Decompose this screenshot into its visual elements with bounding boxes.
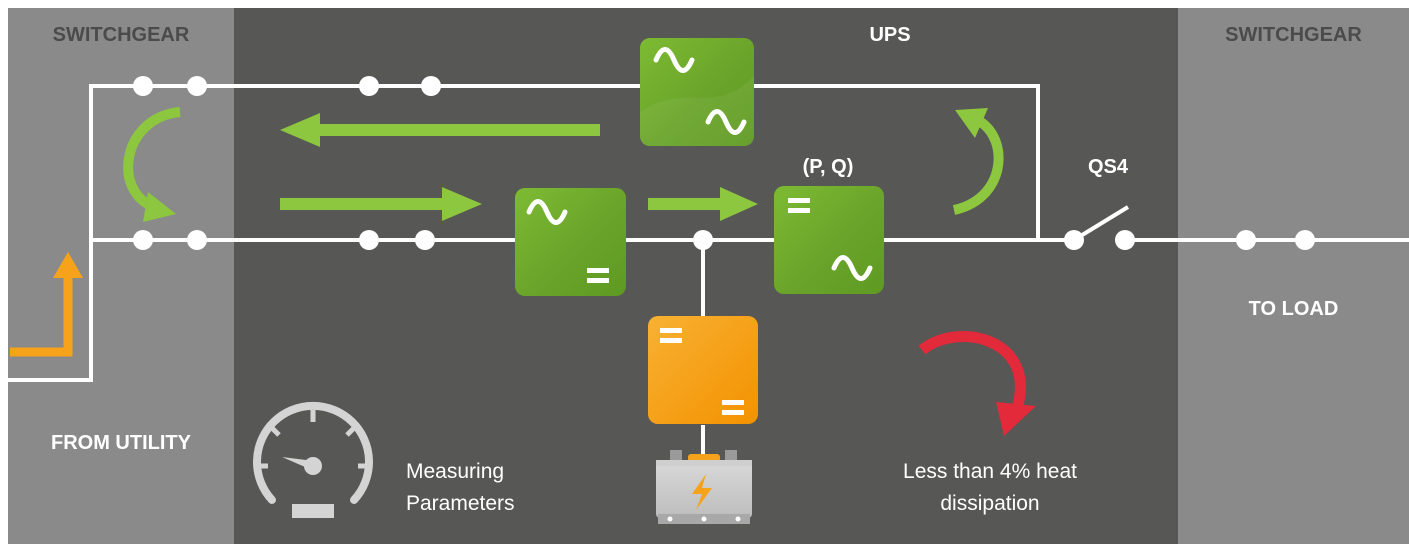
right-zone-title: SWITCHGEAR xyxy=(1225,24,1362,46)
rectifier-module xyxy=(515,188,626,296)
qs4-label: QS4 xyxy=(1087,156,1129,178)
heat-dissipation-arrow xyxy=(918,331,1036,436)
curved-arrow-right xyxy=(952,108,1004,215)
sine-wave-icon xyxy=(705,109,747,135)
battery-icon xyxy=(656,450,752,524)
dc-converter-module xyxy=(648,316,758,424)
flow-arrows xyxy=(280,113,758,221)
utility-feed-arrow xyxy=(10,252,83,357)
heat-dissipation-label: Less than 4% heat dissipation xyxy=(903,460,1077,515)
ups-zone-title: UPS xyxy=(869,24,911,46)
dc-flow-arrow xyxy=(648,187,758,221)
bypass-wire-c xyxy=(754,84,1040,240)
switch-qs4-open xyxy=(1072,205,1130,242)
curved-arrow-left xyxy=(123,107,181,222)
static-bypass-module xyxy=(640,38,754,146)
equals-icon xyxy=(788,198,810,213)
equals-icon xyxy=(660,328,744,415)
to-load-label: TO LOAD xyxy=(1248,298,1339,320)
left-switchgear-zone xyxy=(8,8,234,544)
bypass-flow-arrow xyxy=(280,113,600,147)
switch-nodes xyxy=(133,76,1315,250)
right-switchgear-zone xyxy=(1178,8,1409,544)
from-utility-label: FROM UTILITY xyxy=(51,432,191,454)
left-zone-title: SWITCHGEAR xyxy=(52,24,190,46)
inverter-module xyxy=(774,186,884,294)
main-flow-arrow xyxy=(280,187,482,221)
input-wire xyxy=(8,84,143,382)
lightning-icon xyxy=(692,474,712,510)
equals-icon xyxy=(587,268,609,283)
wiring xyxy=(8,84,1409,456)
sine-wave-icon xyxy=(526,199,568,225)
speedometer-icon xyxy=(253,401,373,518)
measuring-parameters-label: Measuring Parameters xyxy=(406,460,515,515)
power-pq-label: (P, Q) xyxy=(802,156,854,178)
sine-wave-icon xyxy=(653,47,695,73)
sine-wave-icon xyxy=(831,255,873,281)
